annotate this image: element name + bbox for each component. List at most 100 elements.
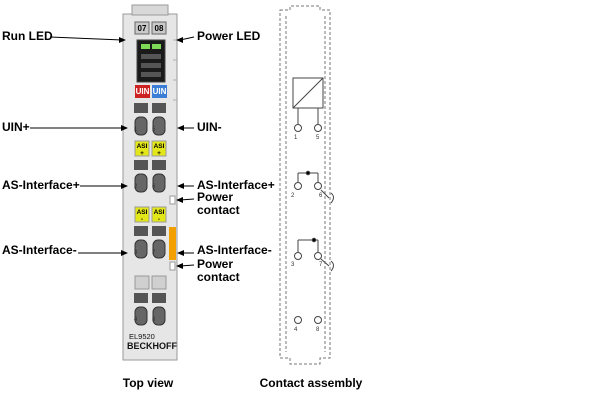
spring-release <box>134 160 148 170</box>
tag-uin-blue-text: UIN <box>153 87 167 96</box>
contact-3 <box>294 252 302 260</box>
assembly-outline <box>279 5 331 365</box>
junction-top <box>305 170 311 176</box>
pin-2: 2 <box>134 184 138 190</box>
terminal-module: 07 08 UIN UIN 1 5 ASI + ASI + <box>122 4 178 361</box>
contact-8 <box>314 316 322 324</box>
ca-pin-7: 7 <box>319 262 323 268</box>
arrow-uin-minus <box>177 125 184 131</box>
contact-schematic <box>292 77 334 324</box>
spring-release <box>152 103 166 113</box>
wire-entry-6 <box>152 173 166 193</box>
contact-5 <box>314 124 322 132</box>
label-power-contact-1-line2: contact <box>197 203 240 217</box>
ca-pin-2: 2 <box>291 193 295 199</box>
contact-assembly <box>279 5 331 365</box>
ca-pin-5: 5 <box>316 135 320 141</box>
pin-6: 6 <box>152 184 156 190</box>
spring-release <box>134 103 148 113</box>
led-slot <box>141 63 161 68</box>
tag-asi-plus-1 <box>134 140 150 157</box>
brand-logo-text: BECKHOFF <box>127 341 177 351</box>
contact-6 <box>314 182 322 190</box>
arrow-power-contact-2 <box>176 263 183 269</box>
wire-entry-1 <box>134 116 148 136</box>
tag-asi-plus-1-sign: + <box>140 150 144 157</box>
tag-asi-minus-2 <box>151 206 167 223</box>
led-tag-08-text: 08 <box>155 24 164 33</box>
wire-entry-7 <box>152 239 166 259</box>
contact-2 <box>294 182 302 190</box>
arrow-asi-minus-left <box>121 250 128 256</box>
arrow-power-led <box>176 37 183 43</box>
contact-7 <box>314 252 322 260</box>
spring-release <box>152 293 166 303</box>
led-tag-08 <box>151 21 167 35</box>
junction-bottom <box>311 237 317 243</box>
arrow-asi-plus-left <box>121 183 128 189</box>
led-slot <box>141 54 161 59</box>
pin-4: 4 <box>134 317 138 323</box>
wire-entry-8 <box>152 306 166 326</box>
label-uin-minus: UIN- <box>197 120 222 134</box>
converter-diagonal <box>292 77 324 109</box>
spring-release <box>152 226 166 236</box>
led-slot <box>141 72 161 77</box>
caption-top-view: Top view <box>123 376 174 390</box>
wire-entry-4 <box>134 306 148 326</box>
label-run-led: Run LED <box>2 29 53 43</box>
pin-8: 8 <box>152 317 156 323</box>
label-asi-minus-right: AS-Interface- <box>197 243 272 257</box>
label-power-contact-1-line1: Power <box>197 190 233 204</box>
tag-asi-plus-2 <box>151 140 167 157</box>
arrow-asi-minus-right <box>177 250 184 256</box>
wire-entry-3 <box>134 239 148 259</box>
tag-uin-red <box>135 85 150 98</box>
tag-uin-blue <box>152 85 167 98</box>
terminal-row-4: 4 8 <box>134 293 166 326</box>
tag-asi-minus-1-text: ASI <box>137 209 148 216</box>
power-contact-1 <box>169 195 176 205</box>
pin-1: 1 <box>134 127 138 133</box>
arrow-power-contact-1 <box>176 197 183 203</box>
right-callouts: Power LED UIN- AS-Interface+ Power conta… <box>176 29 275 284</box>
contact-4 <box>294 316 302 324</box>
pin-3: 3 <box>134 250 138 256</box>
terminal-row-1: 1 5 <box>134 103 166 136</box>
led-tag-07 <box>134 21 150 35</box>
wire-entry-2 <box>134 173 148 193</box>
wire-entry-5 <box>152 116 166 136</box>
power-contact-symbol-1 <box>330 192 334 204</box>
run-led <box>141 44 150 49</box>
arrow-asi-plus-right <box>177 183 184 189</box>
pin-7: 7 <box>152 250 156 256</box>
tag-asi-plus-1-text: ASI <box>137 143 148 150</box>
label-uin-plus: UIN+ <box>2 120 30 134</box>
power-contact-symbol-2 <box>330 260 334 272</box>
spring-release <box>152 160 166 170</box>
contact-1 <box>294 124 302 132</box>
label-asi-minus-left: AS-Interface- <box>2 243 77 257</box>
pin-5: 5 <box>152 127 156 133</box>
label-asi-plus-left: AS-Interface+ <box>2 178 80 192</box>
tag-asi-plus-2-text: ASI <box>154 143 165 150</box>
blank-tag <box>134 275 150 290</box>
arrow-uin-plus <box>121 125 128 131</box>
arrow-run-led <box>119 37 126 43</box>
tag-asi-plus-2-sign: + <box>157 150 161 157</box>
led-tag-07-text: 07 <box>138 24 147 33</box>
tag-asi-minus-2-sign: - <box>158 216 160 223</box>
caption-contact-assembly: Contact assembly <box>260 376 363 390</box>
tag-uin-red-text: UIN <box>136 87 150 96</box>
label-power-led: Power LED <box>197 29 261 43</box>
model-number: EL9520 <box>129 332 155 341</box>
tag-asi-minus-1-sign: - <box>141 216 143 223</box>
ca-pin-4: 4 <box>294 327 298 333</box>
ca-pin-6: 6 <box>319 193 323 199</box>
label-asi-plus-right: AS-Interface+ <box>197 178 275 192</box>
terminal-row-2: 2 6 <box>134 160 166 193</box>
label-power-contact-2-line1: Power <box>197 257 233 271</box>
power-contact-2 <box>169 261 176 271</box>
